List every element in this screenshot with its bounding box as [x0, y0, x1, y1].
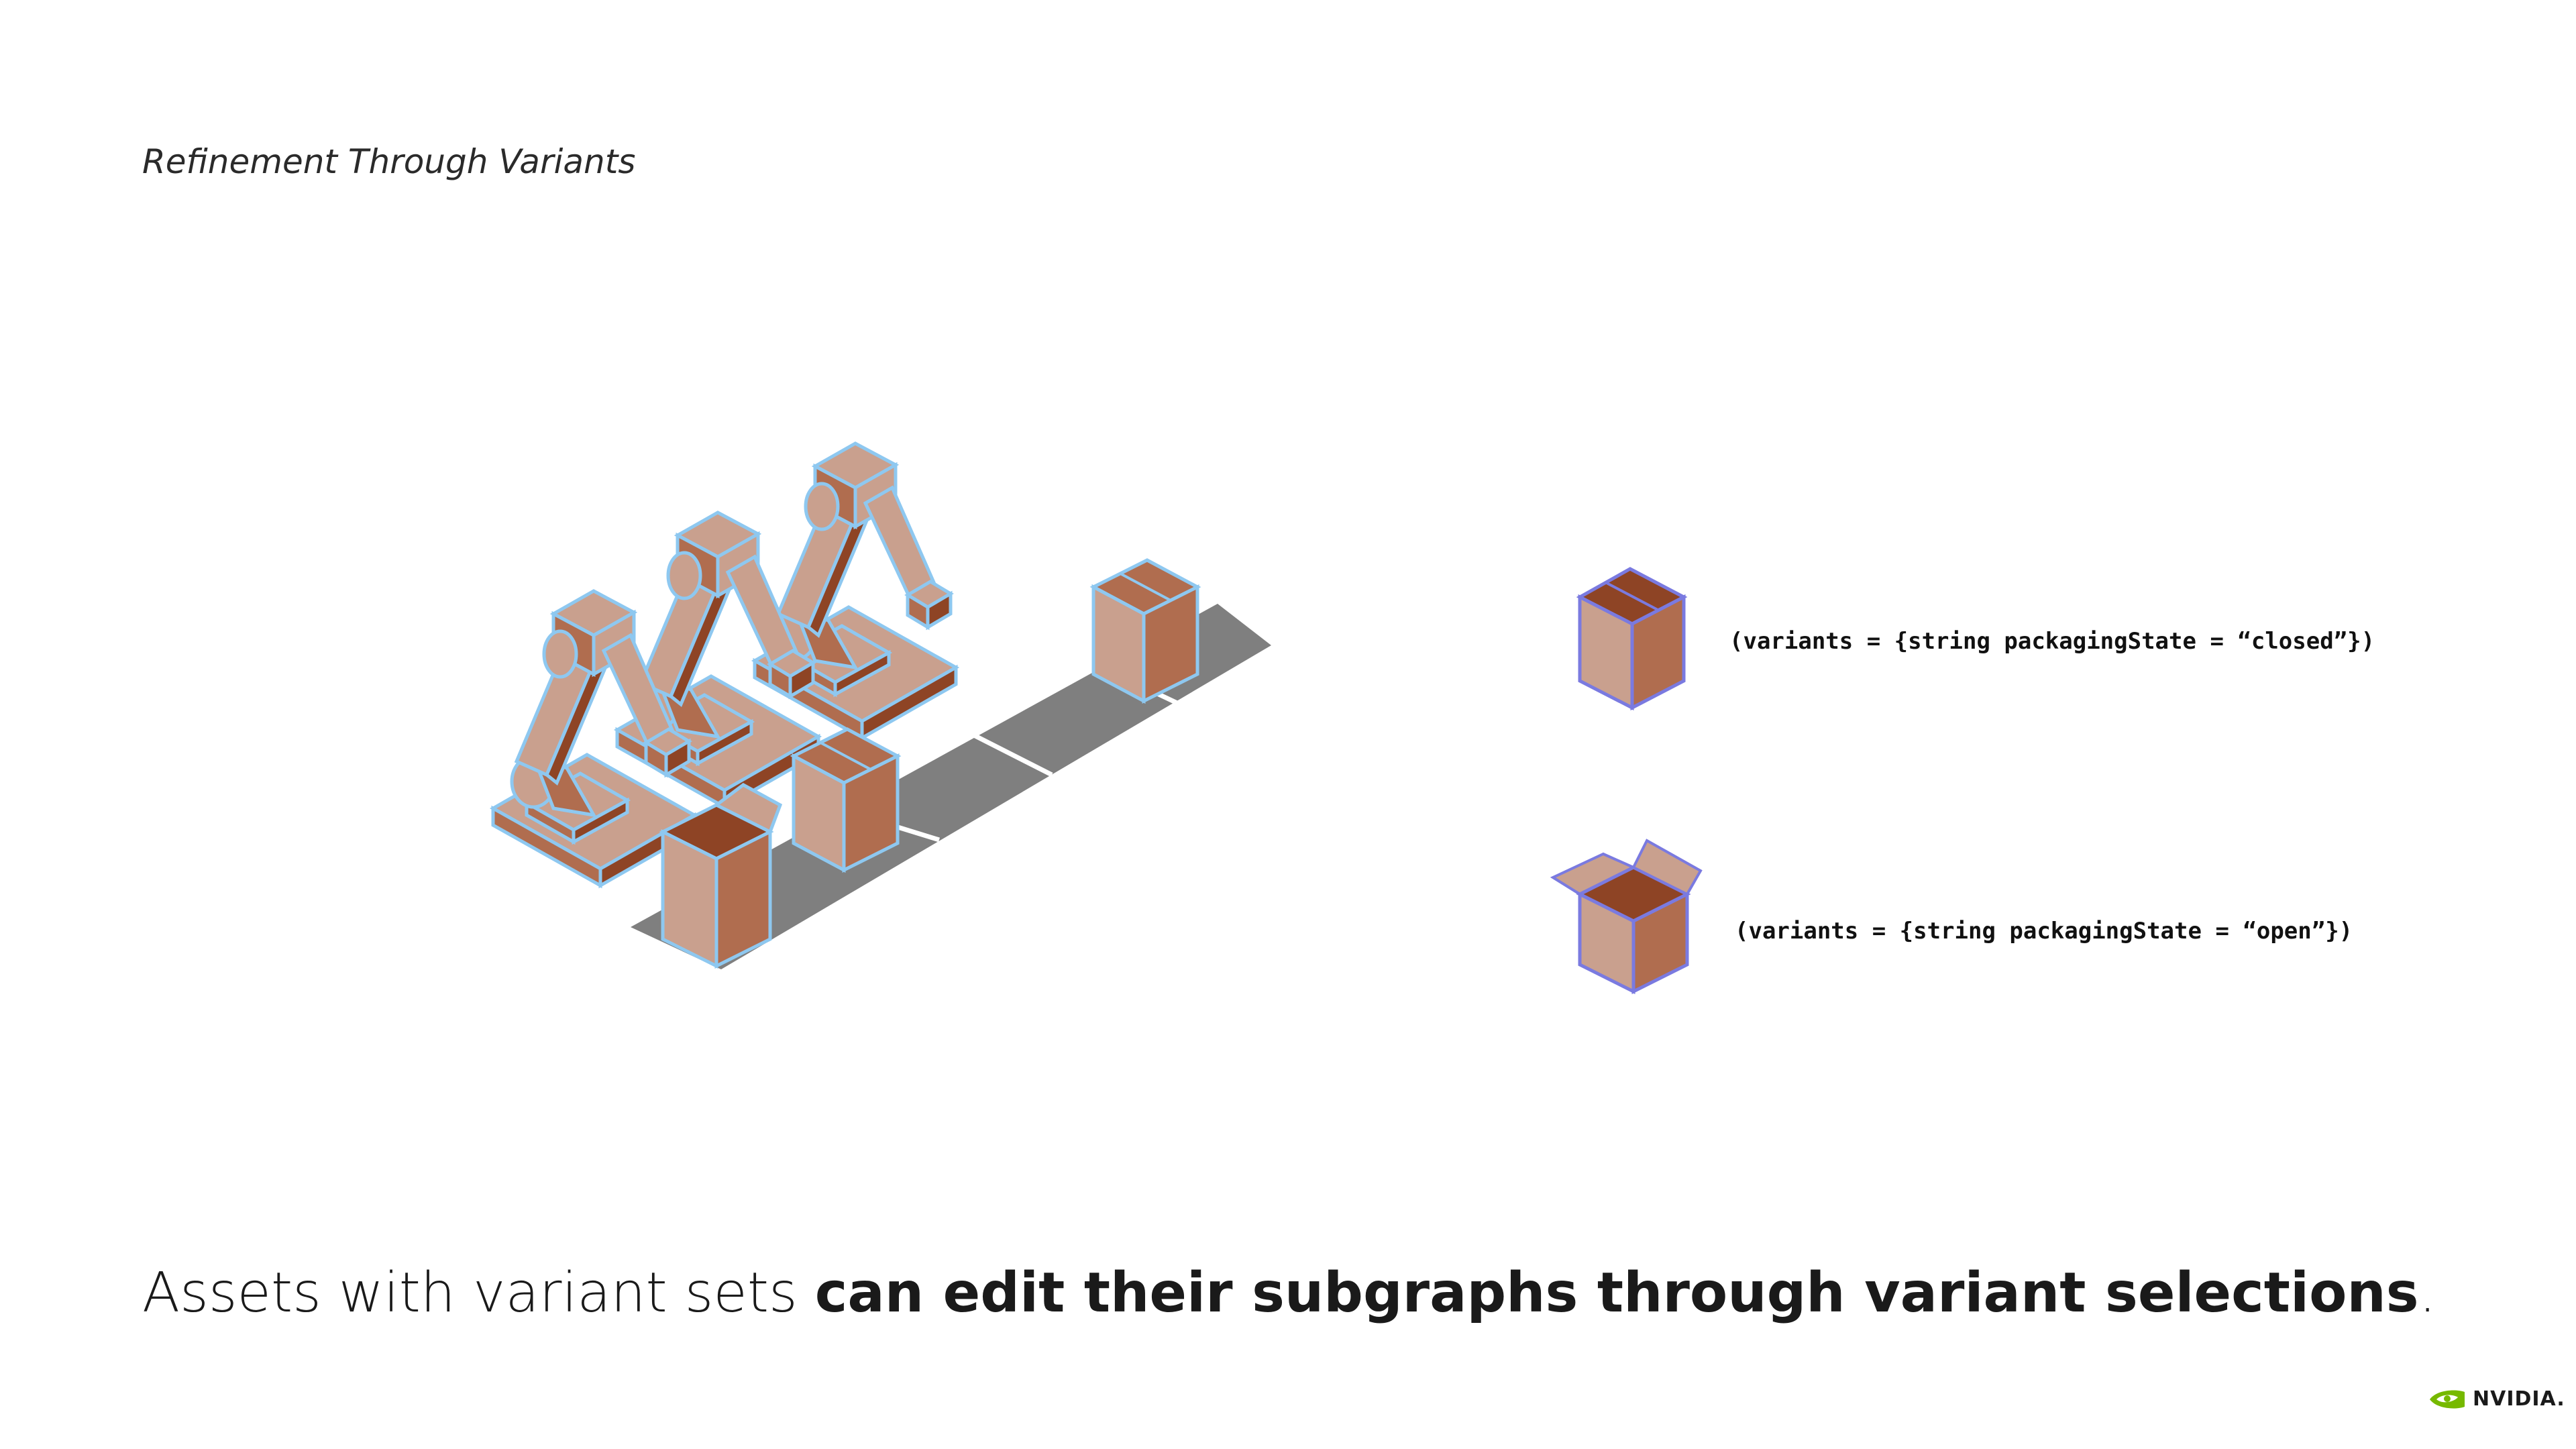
nvidia-logo-text: NVIDIA.	[2473, 1387, 2565, 1411]
nvidia-logo: NVIDIA.	[2428, 1387, 2565, 1411]
slide-subtitle: Refinement Through Variants	[142, 142, 636, 181]
variant-box-open	[1550, 839, 1703, 995]
variant-label-closed: (variants = {string packagingState = “cl…	[1729, 628, 2375, 655]
caption-plain: Assets with variant sets	[142, 1261, 815, 1325]
box-on-belt-middle	[794, 729, 898, 870]
box-on-belt-far	[1093, 560, 1197, 701]
variant-box-closed	[1576, 567, 1688, 711]
variant-label-open: (variants = {string packagingState = “op…	[1735, 918, 2353, 945]
slide-caption: Assets with variant sets can edit their …	[142, 1261, 2436, 1325]
caption-end: .	[2418, 1261, 2436, 1325]
nvidia-eye-icon	[2430, 1390, 2465, 1408]
caption-bold: can edit their subgraphs through variant…	[814, 1261, 2419, 1325]
